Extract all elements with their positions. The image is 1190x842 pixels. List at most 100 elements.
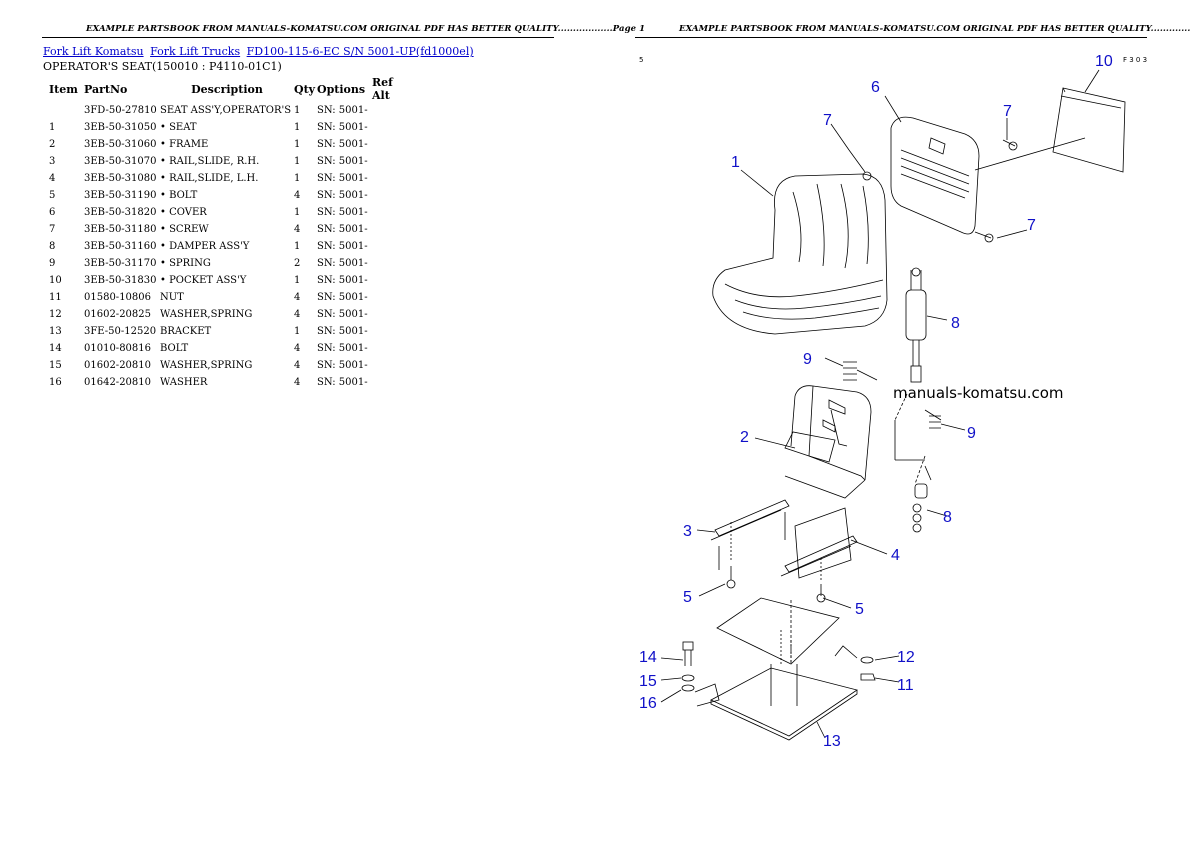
cell-ref-alt [372,119,412,136]
cell-description: BOLT [160,343,189,354]
cell-part-number: 3EB-50-31050 [84,122,157,133]
cell-ref-alt [372,323,412,340]
cell-description: WASHER,SPRING [160,360,253,371]
callout-5: 5 [683,589,692,606]
cell-options: SN: 5001- [317,275,368,286]
cell-options: SN: 5001- [317,173,368,184]
callout-8: 8 [951,315,960,332]
breadcrumb-fork-lift-komatsu[interactable]: Fork Lift Komatsu [43,45,144,58]
cell-item: 11 [49,292,62,303]
nut-washer-drawings [834,645,876,681]
breadcrumb-model[interactable]: FD100-115-6-EC S/N 5001-UP(fd1000el) [246,45,474,58]
callout-13: 13 [823,733,841,750]
cell-quantity: 4 [294,343,301,354]
cell-item: 7 [49,224,56,235]
page-title: OPERATOR'S SEAT(150010 : P4110-01C1) [43,60,282,73]
cell-part-number: 01580-10806 [84,292,152,303]
cell-quantity: 4 [294,360,301,371]
cell-part-number: 01010-80816 [84,343,152,354]
breadcrumb-fork-lift-trucks[interactable]: Fork Lift Trucks [150,45,241,58]
breadcrumb: Fork Lift Komatsu Fork Lift Trucks FD100… [43,45,477,58]
cell-item: 2 [49,139,56,150]
cell-ref-alt [372,238,412,255]
cell-part-number: 3EB-50-31190 [84,190,157,201]
cell-description: • RAIL,SLIDE, R.H. [160,156,260,167]
watermark: manuals-komatsu.com [893,384,1064,402]
cell-quantity: 4 [294,190,301,201]
cell-part-number: 3FD-50-27810 [84,105,157,116]
page-1: EXAMPLE PARTSBOOK FROM MANUALS-KOMATSU.C… [42,24,645,391]
cell-options: SN: 5001- [317,292,368,303]
bolt-washer-drawings [681,641,720,707]
seat-drawing [712,173,888,335]
cell-quantity: 4 [294,309,301,320]
cell-options: SN: 5001- [317,377,368,388]
assembly-guide-lines [790,393,926,664]
spring-drawings [843,361,942,429]
cell-part-number: 3EB-50-31820 [84,207,157,218]
cell-part-number: 3EB-50-31170 [84,258,157,269]
cell-options: SN: 5001- [317,224,368,235]
cell-part-number: 3EB-50-31160 [84,241,157,252]
frame-drawing [784,385,925,499]
cell-ref-alt [372,153,412,170]
cell-quantity: 1 [294,156,301,167]
cell-item: 4 [49,173,56,184]
cell-options: SN: 5001- [317,156,368,167]
cell-part-number: 3EB-50-31830 [84,275,157,286]
cell-ref-alt [372,340,412,357]
bracket-drawing [710,597,858,741]
cell-item: 8 [49,241,56,252]
bolt-drawings [726,520,826,603]
callout-12: 12 [897,649,915,666]
cell-item: 10 [49,275,62,286]
callout-2: 2 [740,429,749,446]
cell-quantity: 2 [294,258,301,269]
table-header-row: Item PartNo Description Qty Options Ref … [43,76,412,102]
callout-16: 16 [639,695,657,712]
cell-quantity: 1 [294,122,301,133]
callout-3: 3 [683,523,692,540]
col-ref-alt: Ref Alt [372,76,393,102]
cell-ref-alt [372,170,412,187]
page-2: EXAMPLE PARTSBOOK FROM MANUALS-KOMATSU.C… [595,0,1190,842]
callout-10: 10 [1095,53,1113,70]
cell-ref-alt [372,272,412,289]
cell-description: • RAIL,SLIDE, L.H. [160,173,259,184]
cell-item: 12 [49,309,62,320]
col-item: Item [49,82,78,96]
cell-description: BRACKET [160,326,212,337]
cell-quantity: 1 [294,326,301,337]
cell-options: SN: 5001- [317,190,368,201]
col-qty: Qty [294,82,316,96]
page-header: EXAMPLE PARTSBOOK FROM MANUALS-KOMATSU.C… [679,24,1190,34]
cell-part-number: 3EB-50-31070 [84,156,157,167]
cell-ref-alt [372,221,412,238]
cell-ref-alt [372,187,412,204]
cover-drawing [890,116,1086,235]
cell-part-number: 3EB-50-31060 [84,139,157,150]
cell-item: 6 [49,207,56,218]
cell-item: 14 [49,343,62,354]
cell-description: SEAT ASS'Y,OPERATOR'S [160,105,292,116]
cell-options: SN: 5001- [317,122,368,133]
cell-item [43,102,84,119]
callout-leader-lines [660,69,1100,739]
cell-description: WASHER,SPRING [160,309,253,320]
cell-description: • COVER [160,207,207,218]
pocket-assy-drawing [1052,87,1126,173]
screw-drawings [848,139,1018,243]
cell-item: 1 [49,122,56,133]
col-partno: PartNo [84,82,128,96]
cell-description: • SCREW [160,224,209,235]
